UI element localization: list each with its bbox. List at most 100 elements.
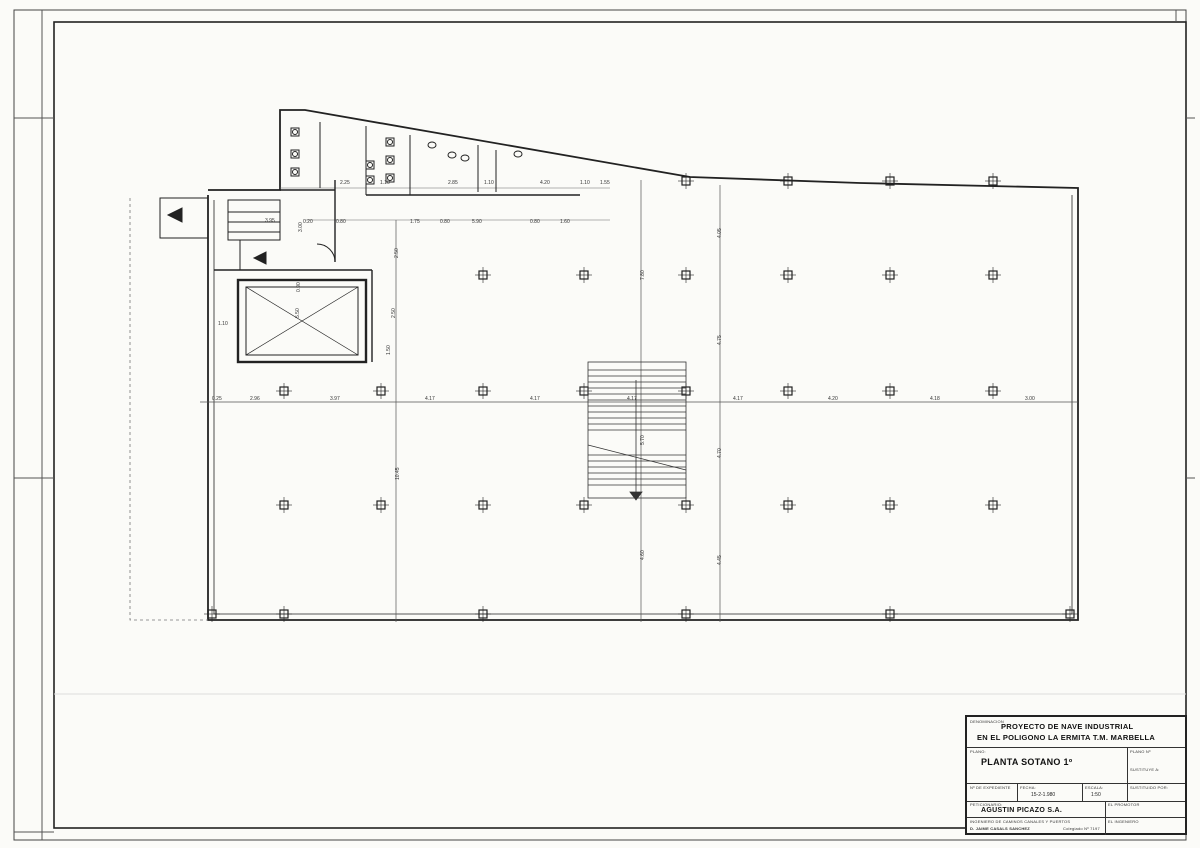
building-outline xyxy=(207,109,1079,621)
dimension-label: 10.45 xyxy=(395,467,401,480)
column-pillar xyxy=(276,606,292,622)
dimension-label: 2.96 xyxy=(250,396,260,402)
dimension-label: 0.90 xyxy=(296,282,302,292)
dimension-label: 5.90 xyxy=(472,219,482,225)
toilet-fixture xyxy=(385,173,395,183)
dimension-label: 5.50 xyxy=(295,308,301,318)
dimension-label: 1.10 xyxy=(484,180,494,186)
tb-divider xyxy=(1127,747,1128,783)
tb-divider xyxy=(1105,817,1106,835)
dimension-label: 0.80 xyxy=(530,219,540,225)
dimension-label: 3.97 xyxy=(330,396,340,402)
dimension-label: 2.25 xyxy=(340,180,350,186)
tb-project-line2: EN EL POLIGONO LA ERMITA T.M. MARBELLA xyxy=(977,733,1156,742)
dimension-label: 0.25 xyxy=(212,396,222,402)
entry-stair xyxy=(159,197,336,270)
dimension-label: 4.60 xyxy=(640,550,646,560)
column-pillar xyxy=(373,497,389,513)
column-pillar xyxy=(678,267,694,283)
dimension-lines xyxy=(280,187,610,221)
dimension-label: 7.80 xyxy=(640,270,646,280)
dimension-label: 4.05 xyxy=(717,228,723,238)
tb-client-name: AGUSTIN PICAZO S.A. xyxy=(981,807,1063,814)
tb-fecha-label: FECHA: xyxy=(1020,785,1036,790)
column-pillar xyxy=(780,383,796,399)
tb-divider xyxy=(1127,783,1128,801)
washbasin xyxy=(427,141,437,149)
dimension-label: 4.20 xyxy=(828,396,838,402)
washbasin xyxy=(513,150,523,158)
column-pillar xyxy=(985,383,1001,399)
dimension-label: 0.20 xyxy=(303,219,313,225)
tb-project-row: DENOMINACION PROYECTO DE NAVE INDUSTRIAL… xyxy=(967,717,1185,748)
dimension-label: 5.70 xyxy=(640,435,646,445)
tb-denominacion-label: DENOMINACION xyxy=(970,719,1004,724)
column-pillar xyxy=(276,383,292,399)
column-pillar xyxy=(475,606,491,622)
elevator-void xyxy=(214,269,373,364)
tb-ingeniero-line: INGENIERO DE CAMINOS CANALES Y PUERTOS xyxy=(970,819,1071,824)
column-pillar xyxy=(204,606,220,622)
column-pillar xyxy=(276,497,292,513)
dimension-label: 3.00 xyxy=(1025,396,1035,402)
column-pillar xyxy=(1062,606,1078,622)
column-pillar xyxy=(780,173,796,189)
column-pillar xyxy=(985,173,1001,189)
toilet-fixture xyxy=(365,160,375,170)
washbasin xyxy=(460,154,470,162)
tb-client-row: PETICIONARIO: AGUSTIN PICAZO S.A. EL PRO… xyxy=(967,801,1185,818)
dimension-label: 2.50 xyxy=(394,248,400,258)
dimension-label: 4.75 xyxy=(717,335,723,345)
dimension-label: 0.80 xyxy=(440,219,450,225)
dashed-boundary xyxy=(129,198,208,621)
central-stair xyxy=(587,361,687,501)
edge-ticks xyxy=(14,10,1195,840)
column-pillar xyxy=(678,173,694,189)
toilet-fixture xyxy=(290,167,300,177)
dimension-label: 4.17 xyxy=(530,396,540,402)
column-pillar xyxy=(882,267,898,283)
title-block: DENOMINACION PROYECTO DE NAVE INDUSTRIAL… xyxy=(965,715,1187,835)
tb-ingeniero-label: EL INGENIERO xyxy=(1108,819,1139,824)
column-pillar xyxy=(373,383,389,399)
tb-peticionario-label: PETICIONARIO: xyxy=(970,802,1003,807)
dimension-label: 1.10 xyxy=(380,180,390,186)
dimension-label: 2.50 xyxy=(391,308,397,318)
toilet-fixture xyxy=(290,127,300,137)
tb-sustituye-label: SUSTITUYE A: xyxy=(1130,767,1160,772)
tb-plano-num-label: PLANO Nº xyxy=(1130,749,1151,754)
tb-escala-label: ESCALA: xyxy=(1085,785,1104,790)
dimension-label: 4.17 xyxy=(733,396,743,402)
column-pillar xyxy=(780,267,796,283)
tb-divider xyxy=(1017,783,1018,801)
inner-frame xyxy=(53,21,1187,829)
dimension-label: 4.20 xyxy=(540,180,550,186)
dimension-label: 1.10 xyxy=(218,321,228,327)
column-pillar xyxy=(576,267,592,283)
dimension-label: 2.85 xyxy=(448,180,458,186)
dimension-label: 4.45 xyxy=(717,555,723,565)
column-pillar xyxy=(882,497,898,513)
dimension-label: 4.18 xyxy=(930,396,940,402)
column-pillar xyxy=(678,606,694,622)
column-pillar xyxy=(985,497,1001,513)
grid-axes xyxy=(200,180,1078,622)
column-pillar xyxy=(576,497,592,513)
column-pillar xyxy=(882,173,898,189)
tb-meta-row: Nº DE EXPEDIENTE FECHA: 15-2-1.980 ESCAL… xyxy=(967,783,1185,802)
tb-expediente-label: Nº DE EXPEDIENTE xyxy=(970,785,1011,790)
dimension-label: 1.60 xyxy=(560,219,570,225)
column-pillar xyxy=(475,267,491,283)
tb-promotor-label: EL PROMOTOR xyxy=(1108,802,1140,807)
column-pillar xyxy=(475,497,491,513)
dimension-label: 3.95 xyxy=(265,218,275,224)
column-pillar xyxy=(985,267,1001,283)
toilet-fixture xyxy=(365,175,375,185)
tb-plano-label: PLANO: xyxy=(970,749,986,754)
dimension-label: 4.17 xyxy=(627,396,637,402)
column-pillar xyxy=(475,383,491,399)
dimension-label: 1.50 xyxy=(386,345,392,355)
dimension-label: 1.10 xyxy=(580,180,590,186)
